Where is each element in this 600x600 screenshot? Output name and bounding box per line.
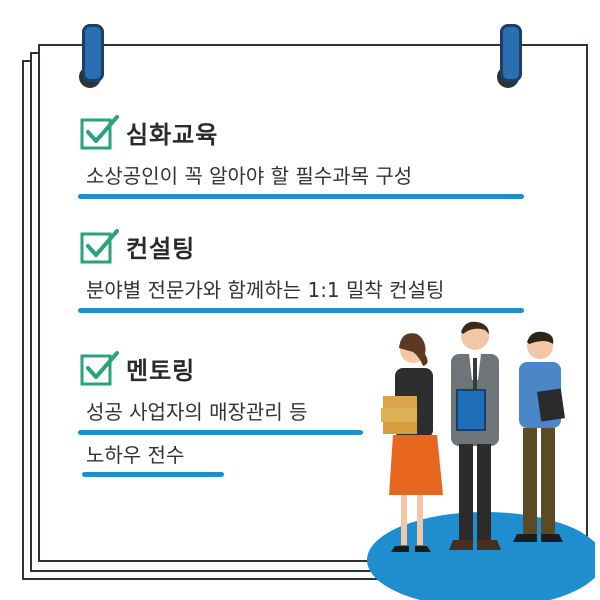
checkbox-check-icon [80,351,119,386]
underline-stroke [78,194,524,199]
binder-clip-left [82,24,104,82]
section-title: 멘토링 [126,356,196,385]
business-people-illustration [367,321,595,600]
section-title: 심화교육 [126,120,219,149]
checkbox-check-icon [80,229,119,264]
underline-stroke [78,430,363,435]
underline-stroke [78,308,524,313]
section-title: 컨설팅 [126,234,196,263]
section-description-line-2: 노하우 전수 [86,443,185,467]
underline-stroke [82,472,224,477]
binder-clip-right [500,24,522,82]
section-consulting: 컨설팅 분야별 전문가와 함께하는 1:1 밀착 컨설팅 [80,228,444,303]
section-description: 소상공인이 꼭 알아야 할 필수과목 구성 [86,164,413,188]
checkbox-check-icon [80,115,119,150]
section-description: 분야별 전문가와 함께하는 1:1 밀착 컨설팅 [86,278,445,302]
section-description-line-1: 성공 사업자의 매장관리 등 [86,400,308,424]
section-mentoring: 멘토링 성공 사업자의 매장관리 등 노하우 전수 [80,350,307,468]
section-advanced-education: 심화교육 소상공인이 꼭 알아야 할 필수과목 구성 [80,114,412,189]
